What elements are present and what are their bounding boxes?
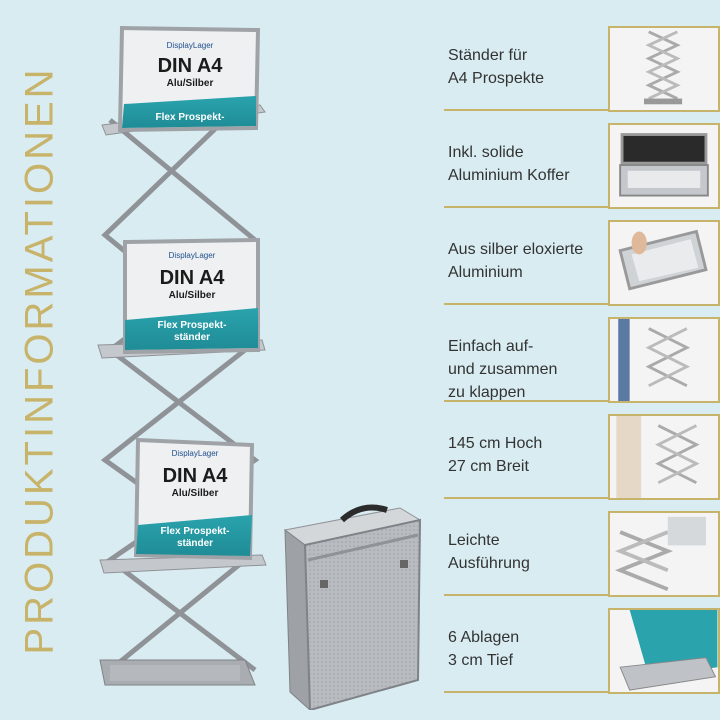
feature-row-3: Aus silber eloxierte Aluminium — [430, 216, 720, 313]
feature-line: 3 cm Tief — [448, 652, 513, 669]
thumb-open-case — [608, 123, 720, 209]
poster-top-heading: DIN A4 — [158, 55, 224, 77]
feature-text-6: Leichte Ausführung — [448, 529, 598, 575]
poster-middle: DisplayLager DIN A4 Alu/Silber Flex Pros… — [123, 237, 260, 355]
feature-line: Einfach auf- — [448, 338, 534, 355]
feature-divider — [444, 206, 608, 208]
feature-line: Aluminium — [448, 264, 523, 281]
poster-top-logo: DisplayLager — [167, 41, 214, 50]
feature-text-5: 145 cm Hoch 27 cm Breit — [448, 432, 598, 478]
poster-bot-banner2: ständer — [177, 538, 213, 549]
poster-bot-heading: DIN A4 — [163, 465, 229, 487]
feature-divider — [444, 109, 608, 111]
feature-row-2: Inkl. solide Aluminium Koffer — [430, 119, 720, 216]
feature-row-4: Einfach auf- und zusammen zu klappen — [430, 313, 720, 410]
product-stand-image: DisplayLager DIN A4 Alu/Silber Flex Pros… — [97, 25, 422, 710]
thumb-anodised-frame — [608, 220, 720, 306]
feature-divider — [444, 691, 608, 693]
feature-line: Ständer für — [448, 47, 528, 64]
poster-bot-logo: DisplayLager — [172, 449, 219, 458]
feature-line: 6 Ablagen — [448, 629, 520, 646]
feature-divider — [444, 303, 608, 305]
feature-text-2: Inkl. solide Aluminium Koffer — [448, 141, 598, 187]
feature-text-4: Einfach auf- und zusammen zu klappen — [448, 335, 598, 404]
aluminium-case — [283, 504, 422, 710]
thumb-shelves — [608, 608, 720, 694]
feature-line: 27 cm Breit — [448, 458, 529, 475]
feature-line: Leichte — [448, 532, 500, 549]
thumb-stand-frame — [608, 26, 720, 112]
feature-line: Ausführung — [448, 555, 530, 572]
feature-text-3: Aus silber eloxierte Aluminium — [448, 238, 598, 284]
poster-top-sub: Alu/Silber — [167, 78, 214, 89]
poster-mid-heading: DIN A4 — [160, 267, 226, 289]
shelf-group — [97, 104, 267, 686]
feature-line: Aluminium Koffer — [448, 167, 570, 184]
poster-mid-banner2: ständer — [174, 332, 210, 343]
poster-mid-sub: Alu/Silber — [169, 290, 216, 301]
poster-bottom: DisplayLager DIN A4 Alu/Silber Flex Pros… — [133, 437, 255, 561]
poster-bot-sub: Alu/Silber — [172, 488, 219, 499]
feature-text-1: Ständer für A4 Prospekte — [448, 44, 598, 90]
feature-text-7: 6 Ablagen 3 cm Tief — [448, 626, 598, 672]
feature-row-5: 145 cm Hoch 27 cm Breit — [430, 410, 720, 507]
poster-top-banner: Flex Prospekt- — [156, 112, 225, 123]
feature-row-6: Leichte Ausführung — [430, 507, 720, 604]
feature-line: zu klappen — [448, 384, 526, 401]
thumb-folding — [608, 317, 720, 403]
thumb-dimensions — [608, 414, 720, 500]
feature-list: Ständer für A4 Prospekte Inkl. solide Al… — [430, 22, 720, 701]
feature-row-7: 6 Ablagen 3 cm Tief — [430, 604, 720, 701]
feature-row-1: Ständer für A4 Prospekte — [430, 22, 720, 119]
feature-line: und zusammen — [448, 361, 558, 378]
poster-mid-logo: DisplayLager — [169, 251, 216, 260]
poster-mid-banner1: Flex Prospekt- — [158, 320, 227, 331]
feature-divider — [444, 497, 608, 499]
feature-divider — [444, 400, 608, 402]
feature-line: A4 Prospekte — [448, 70, 545, 87]
vertical-title-text: PRODUKTINFORMATIONEN — [17, 65, 62, 655]
poster-bot-banner1: Flex Prospekt- — [161, 526, 230, 537]
poster-top: DisplayLager DIN A4 Alu/Silber Flex Pros… — [117, 25, 261, 133]
vertical-title: PRODUKTINFORMATIONEN — [17, 30, 62, 690]
feature-line: 145 cm Hoch — [448, 435, 543, 452]
feature-line: Aus silber eloxierte — [448, 241, 584, 258]
feature-divider — [444, 594, 608, 596]
feature-line: Inkl. solide — [448, 144, 524, 161]
thumb-lightweight — [608, 511, 720, 597]
